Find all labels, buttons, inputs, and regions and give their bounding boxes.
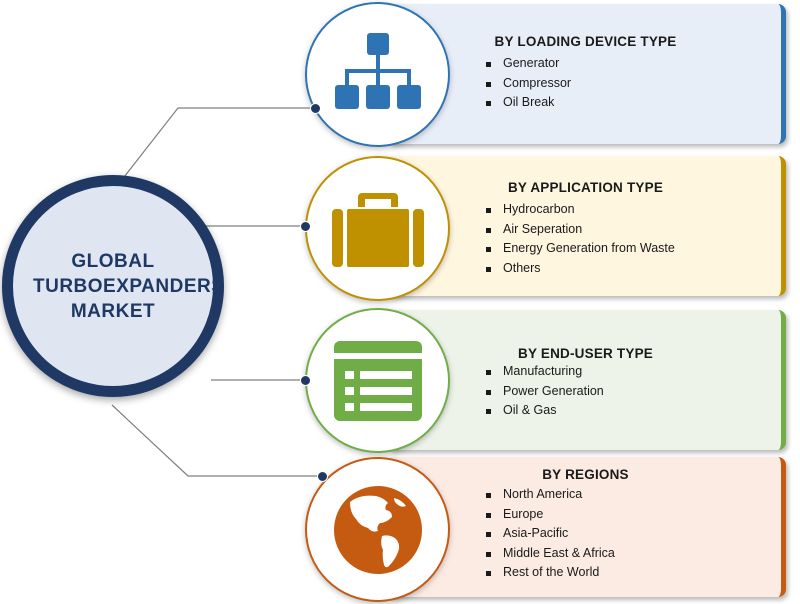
segment-title: BY APPLICATION TYPE (507, 180, 664, 195)
segment-item-list: Generator Compressor Oil Break (486, 54, 571, 113)
segment-card-end-user: BY END-USER TYPE Manufacturing Power Gen… (390, 310, 786, 450)
hierarchy-icon (334, 32, 421, 109)
icon-circle-regions (305, 457, 450, 602)
segment-card-application: BY APPLICATION TYPE Hydrocarbon Air Sepe… (390, 156, 786, 296)
hub-title: GLOBAL TURBOEXPANDERS MARKET (33, 250, 225, 322)
list-item: Compressor (486, 74, 571, 94)
list-item: Manufacturing (486, 362, 604, 382)
connector-dot (310, 103, 321, 114)
list-item: Asia-Pacific (486, 524, 615, 544)
list-item: Power Generation (486, 382, 604, 402)
list-item: Generator (486, 54, 571, 74)
icon-circle-loading-device (305, 2, 450, 147)
segment-card-regions: BY REGIONS North America Europe Asia-Pac… (390, 457, 786, 597)
connector-dot (300, 375, 311, 386)
briefcase-icon (331, 192, 424, 267)
segment-item-list: North America Europe Asia-Pacific Middle… (486, 485, 615, 583)
list-item: North America (486, 485, 615, 505)
segment-title: BY REGIONS (542, 467, 629, 482)
market-hub-circle: GLOBAL TURBOEXPANDERS MARKET (2, 175, 224, 397)
icon-circle-application (305, 156, 450, 301)
icon-circle-end-user (305, 308, 450, 453)
list-item: Air Seperation (486, 220, 675, 240)
globe-americas-icon (333, 485, 422, 574)
list-item: Middle East & Africa (486, 544, 615, 564)
segment-card-loading-device: BY LOADING DEVICE TYPE Generator Compres… (390, 4, 786, 144)
connector-dot (317, 471, 328, 482)
list-item: Hydrocarbon (486, 200, 675, 220)
list-form-icon (333, 340, 422, 421)
segment-item-list: Manufacturing Power Generation Oil & Gas (486, 362, 604, 421)
connector-dot (300, 221, 311, 232)
list-item: Energy Generation from Waste (486, 239, 675, 259)
list-item: Others (486, 259, 675, 279)
list-item: Rest of the World (486, 563, 615, 583)
list-item: Oil Break (486, 93, 571, 113)
list-item: Oil & Gas (486, 401, 604, 421)
segment-title: BY LOADING DEVICE TYPE (494, 34, 677, 49)
segment-item-list: Hydrocarbon Air Seperation Energy Genera… (486, 200, 675, 278)
list-item: Europe (486, 505, 615, 525)
segment-title: BY END-USER TYPE (518, 346, 653, 361)
